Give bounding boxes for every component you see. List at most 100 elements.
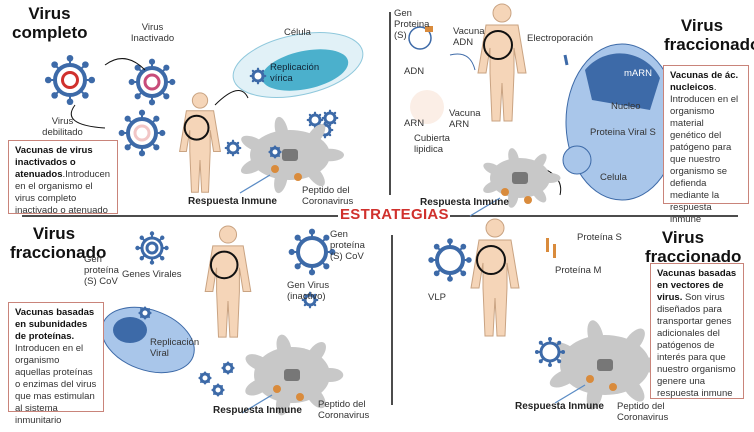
dendritic-cell-arm <box>483 180 503 193</box>
virus-spike-tip <box>548 363 552 368</box>
virus-spike-tip <box>321 118 324 122</box>
dendritic-cell-arm <box>274 165 288 194</box>
virus-spike-tip <box>139 235 144 240</box>
dna-plasmid <box>449 53 476 71</box>
virus-spike-tip <box>308 291 312 294</box>
virus-spike-tip <box>313 111 317 114</box>
virus-icon <box>140 236 164 260</box>
dendritic-cell-arm <box>245 354 271 372</box>
virus-spike-tip <box>328 109 332 112</box>
strategies-heading: ESTRATEGIAS <box>340 206 449 223</box>
virus-icon <box>199 372 211 384</box>
peptide-marker <box>294 173 302 181</box>
lipid-coat-label: Cubierta lipidica <box>414 133 450 155</box>
virus-icon <box>139 307 151 319</box>
response-arrow <box>469 197 501 217</box>
virus-spike-tip <box>433 270 440 277</box>
lipid-coat <box>410 90 444 124</box>
human-head <box>492 3 512 23</box>
info-box-vector: Vacunas basadas en vectores de virus. So… <box>650 263 744 399</box>
virus-spike-tip <box>538 359 543 364</box>
human-body <box>470 239 520 337</box>
vesicle-shape <box>562 145 592 175</box>
dendritic-cell-arm <box>240 157 267 175</box>
virus-spike-tip <box>224 146 227 150</box>
cell-nucleus <box>597 359 613 371</box>
dendritic-cell-arm <box>586 378 603 410</box>
virus-icon <box>222 362 234 374</box>
dendritic-cell-arm <box>305 123 326 148</box>
magnified-area-circle <box>483 30 513 60</box>
virus-spike-tip <box>306 118 309 122</box>
arrow <box>104 58 146 71</box>
mrna-label: mARN <box>624 68 652 79</box>
virus-spike-tip <box>465 257 472 263</box>
virus-icon <box>308 113 322 127</box>
virus-spike-tip <box>231 154 235 157</box>
peptide-marker <box>609 383 617 391</box>
virus-spike-tip <box>134 64 141 71</box>
virus-genome <box>145 241 159 255</box>
q3-title: Virus fraccionado <box>10 224 107 262</box>
gene-protein-label: Gen Proteina (S) <box>394 8 430 41</box>
info-box-title: Vacunas basadas en subunidades de proteí… <box>15 307 95 342</box>
response-arrow <box>239 174 271 194</box>
dendritic-cell-arm <box>245 378 270 396</box>
virus-icon <box>136 66 168 98</box>
magnified-area-circle <box>476 245 506 275</box>
dendritic-cell-arm <box>531 184 547 203</box>
dendritic-cell-arm <box>549 368 579 388</box>
virus-spike-tip <box>308 228 316 235</box>
info-box-title: Vacunas basadas en vectores de virus. <box>657 268 737 303</box>
virus-genome <box>133 124 151 142</box>
magnified-area-circle <box>209 250 239 280</box>
virus-spike-tip <box>323 263 330 270</box>
virus-spike-tip <box>44 76 52 84</box>
dendritic-cell-arm <box>622 328 645 356</box>
dendritic-cell-arm <box>483 162 503 176</box>
virus-spike-tip <box>294 234 301 241</box>
cell-label-q2: Celula <box>600 172 627 183</box>
info-box-text: Son virus diseñados para transportar gen… <box>657 292 736 399</box>
virus-spike-tip <box>163 93 170 100</box>
cell-nucleus <box>284 369 300 381</box>
virus-icon <box>323 111 337 125</box>
virus-spike-tip <box>153 144 160 151</box>
gene-fragment <box>425 26 433 32</box>
human-body <box>204 245 252 338</box>
virus-spike-tip <box>153 115 160 122</box>
virus-icon <box>212 384 224 396</box>
virus-spike-tip <box>433 243 440 250</box>
peptide-label: Peptido del Coronavirus <box>318 399 370 421</box>
virus-genome <box>143 73 161 91</box>
virus-spike-tip <box>128 78 135 86</box>
response-arrow <box>241 394 273 414</box>
q2-title: Virus fraccionado <box>664 16 754 54</box>
electroporation-label: Electroporación <box>527 33 594 44</box>
virus-icon <box>251 69 265 83</box>
rna-vaccine-label: Vacuna ARN <box>449 108 481 130</box>
virus-spike-tip <box>66 98 74 106</box>
vlp-label: VLP <box>428 292 446 303</box>
info-box-text: .Introducen en el organismo el virus com… <box>15 169 111 216</box>
virus-icon <box>53 63 87 97</box>
info-box-title: Vacunas de virus inactivados o atenuados <box>15 145 93 180</box>
peptide-marker <box>586 375 594 383</box>
virus-spike-tip <box>82 92 89 99</box>
weakened-virus-label: Virus debilitado <box>42 116 83 138</box>
dendritic-cell-arm <box>316 148 344 162</box>
virus-spike-tip <box>264 74 267 78</box>
human-head <box>218 225 238 244</box>
info-box-text: Introducen en el organismo aquellas prot… <box>15 343 97 426</box>
virus-spike-tip <box>331 128 334 132</box>
virus-spike-tip <box>428 257 435 263</box>
virus-spike-tip <box>308 269 316 276</box>
virus-spike-tip <box>82 61 89 68</box>
viral-replication-label: Replicación Viral <box>150 337 200 359</box>
virus-spike-tip <box>139 256 144 261</box>
human-body <box>179 110 221 193</box>
cell-label: Célula <box>284 27 311 38</box>
info-box-subunit: Vacunas basadas en subunidades de proteí… <box>8 302 104 426</box>
virus-icon <box>226 141 240 155</box>
virus-spike-tip <box>256 67 260 70</box>
